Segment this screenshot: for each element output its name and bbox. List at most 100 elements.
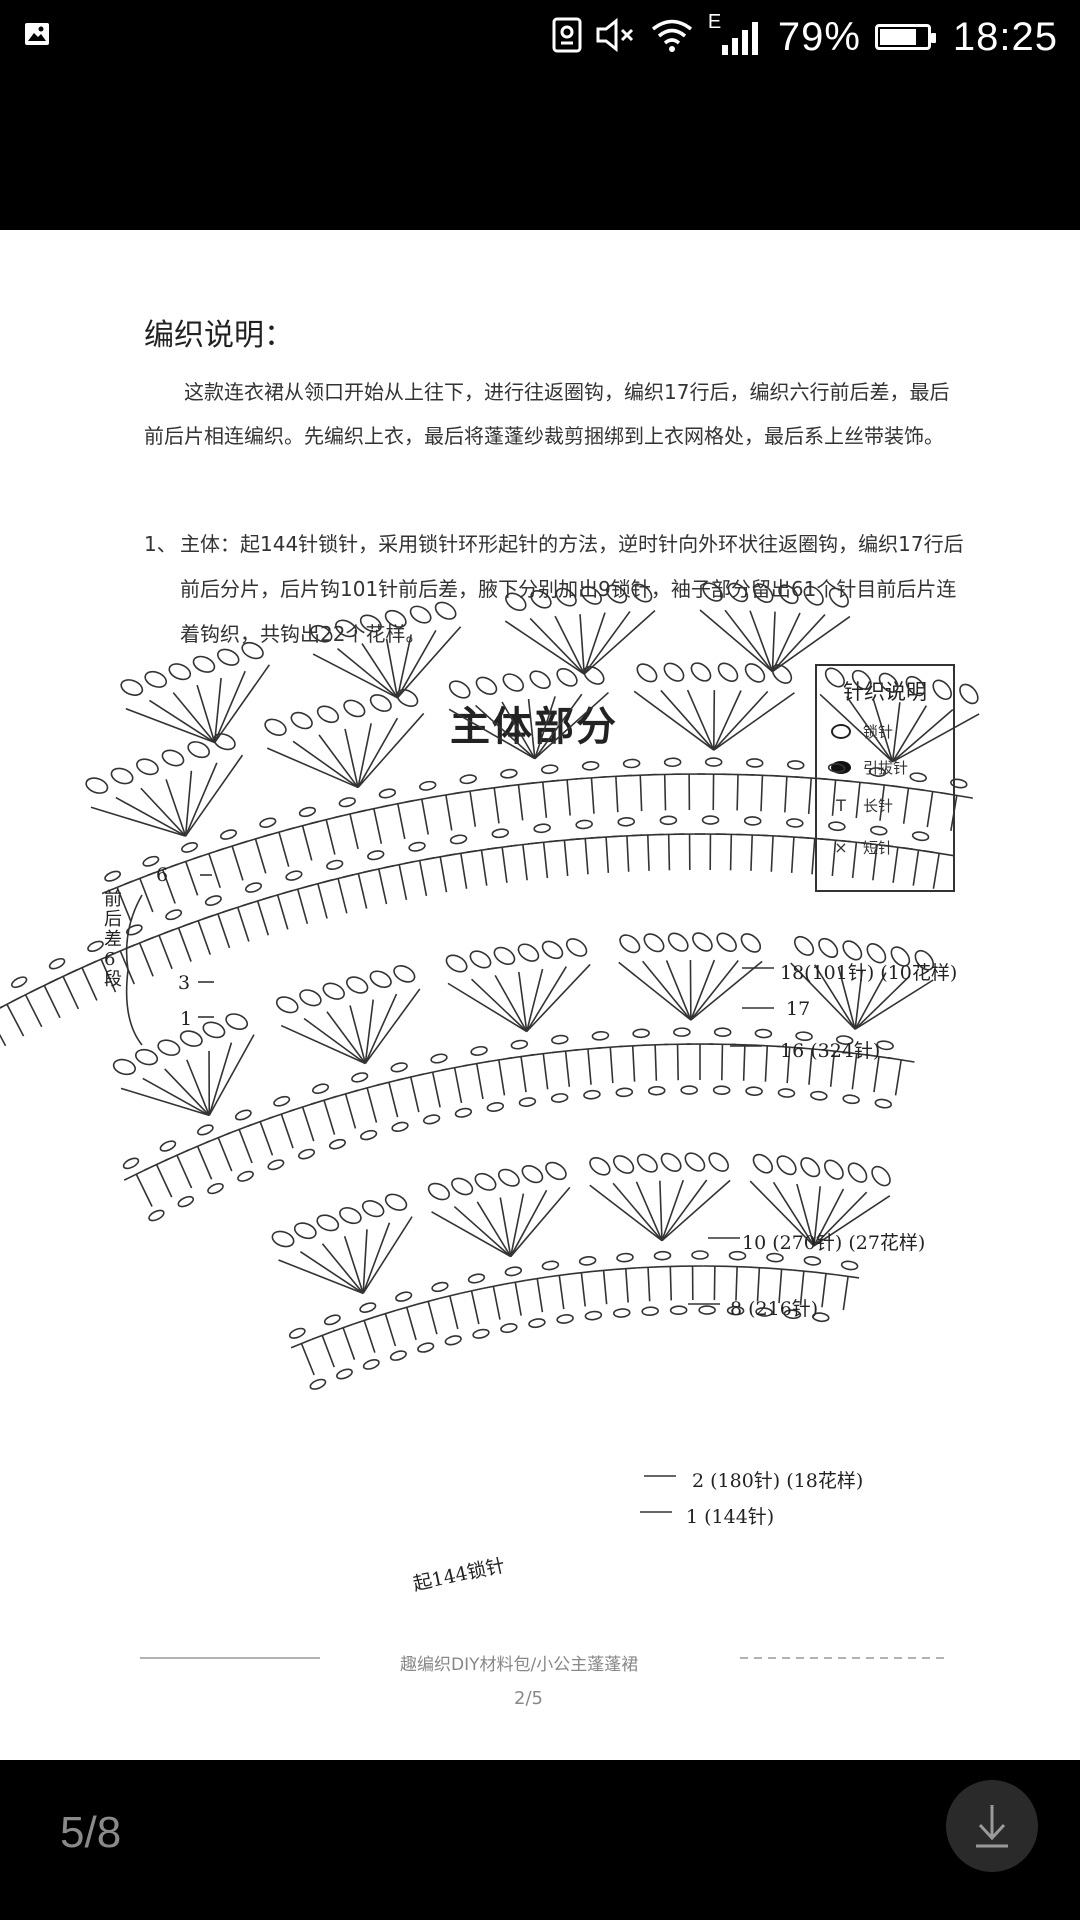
shell-mark	[447, 982, 528, 1033]
shell-mark	[556, 667, 578, 687]
shell-mark	[217, 648, 240, 666]
shell-mark	[510, 1186, 571, 1258]
shell-mark	[361, 643, 399, 699]
stitch-mark	[902, 787, 910, 824]
chain-mark	[486, 1102, 505, 1112]
shell-mark	[364, 988, 421, 1064]
shell-mark	[866, 943, 887, 964]
chain-mark	[812, 1312, 830, 1323]
stitch-mark	[646, 834, 650, 871]
shell-mark	[362, 1222, 391, 1294]
shell-mark	[633, 690, 715, 751]
chain-mark	[743, 816, 762, 826]
network-type: E	[707, 11, 722, 33]
chain-mark	[876, 1040, 894, 1051]
stitch-mark	[725, 1265, 749, 1268]
chain-mark	[244, 882, 263, 893]
chain-mark	[422, 1114, 441, 1125]
download-button[interactable]	[946, 1780, 1038, 1872]
shell-mark	[144, 670, 168, 688]
stitch-mark	[631, 1045, 636, 1082]
chain-mark	[653, 1250, 672, 1261]
shell-mark	[362, 1216, 413, 1294]
chain-mark	[408, 841, 426, 852]
stitch-mark	[770, 835, 774, 872]
stitch-mark	[501, 847, 508, 883]
shell-mark	[369, 970, 392, 988]
shell-mark	[316, 1214, 340, 1232]
stitch-mark	[892, 847, 899, 883]
shell-mark	[120, 1087, 210, 1117]
chain-mark	[338, 797, 356, 808]
chain-mark	[550, 1093, 569, 1103]
stitch-mark	[602, 1270, 608, 1305]
shell-mark	[824, 667, 845, 688]
stitch-mark	[43, 985, 61, 1019]
label-side-1: 1	[180, 1008, 193, 1030]
chain-mark	[828, 821, 846, 832]
shell-mark	[589, 1184, 663, 1242]
shell-mark	[776, 1155, 797, 1176]
shell-mark	[847, 1162, 868, 1183]
shell-mark	[266, 747, 359, 789]
chain-mark	[362, 1359, 380, 1370]
chain-mark	[104, 870, 121, 882]
shell-mark	[854, 979, 934, 1030]
stitch-mark	[504, 1279, 527, 1285]
chain-mark	[328, 1138, 346, 1150]
stitch-mark	[197, 920, 211, 955]
stitch-mark	[280, 1113, 294, 1149]
chain-mark	[581, 760, 600, 771]
footer-text: 趣编织DIY材料包/小公主蓬蓬裙	[400, 1655, 639, 1675]
shell-mark	[565, 938, 588, 957]
doc-paragraph: 这款连衣裙从领口开始从上往下，进行往返圈钩，编织17行后，编织六行前后差，最后前…	[144, 380, 950, 448]
shell-mark	[364, 999, 375, 1064]
chain-mark	[575, 819, 593, 830]
stitch-mark	[325, 819, 336, 855]
shell-mark	[434, 601, 457, 620]
stitch-mark	[950, 795, 958, 831]
stitch-mark	[872, 844, 878, 881]
stitch-mark	[626, 835, 630, 872]
chain-mark	[419, 780, 437, 791]
shell-mark	[842, 940, 863, 961]
chain-mark	[540, 764, 559, 775]
stitch-mark	[736, 774, 739, 811]
stitch-mark	[639, 775, 643, 812]
stitch-mark	[374, 1309, 397, 1318]
chain-mark	[472, 1328, 490, 1339]
shell-mark	[120, 679, 144, 696]
chain-mark	[673, 1027, 691, 1037]
stitch-mark	[609, 1047, 614, 1084]
label-row-1: 1 (144针)	[686, 1506, 775, 1528]
shell-mark	[396, 626, 462, 699]
legend-row-chain: 锁针	[831, 716, 951, 746]
chain-mark	[712, 1085, 731, 1095]
shell-mark	[579, 614, 586, 675]
stitch-mark	[667, 834, 671, 871]
shell-mark	[318, 734, 359, 788]
stitch-mark	[420, 798, 430, 835]
shell-mark	[663, 662, 685, 682]
shell-mark	[823, 1159, 844, 1180]
doc-title: 编织说明：	[144, 318, 294, 353]
shell-mark	[846, 696, 894, 763]
document-image[interactable]: 编织说明： 这款连衣裙从领口开始从上往下，进行往返圈钩，编织17行后，编织六行前…	[0, 230, 1080, 1760]
shell-mark	[772, 1181, 815, 1247]
shell-mark	[749, 1180, 815, 1247]
signal-icon: E	[708, 11, 764, 57]
shell-mark	[580, 585, 602, 605]
shell-mark	[343, 1236, 364, 1294]
shell-mark	[385, 638, 399, 698]
shell-mark	[771, 611, 776, 672]
stitch-mark	[480, 849, 488, 886]
label-side: 前后差6段	[104, 889, 122, 990]
chain-mark	[541, 1260, 560, 1271]
stitch-mark	[873, 1056, 880, 1093]
shell-mark	[310, 624, 333, 643]
label-row-17: 17	[786, 998, 811, 1020]
shell-mark	[214, 664, 271, 743]
stitch-mark	[526, 1276, 549, 1282]
stitch-mark	[278, 831, 290, 867]
shell-mark	[196, 684, 216, 743]
